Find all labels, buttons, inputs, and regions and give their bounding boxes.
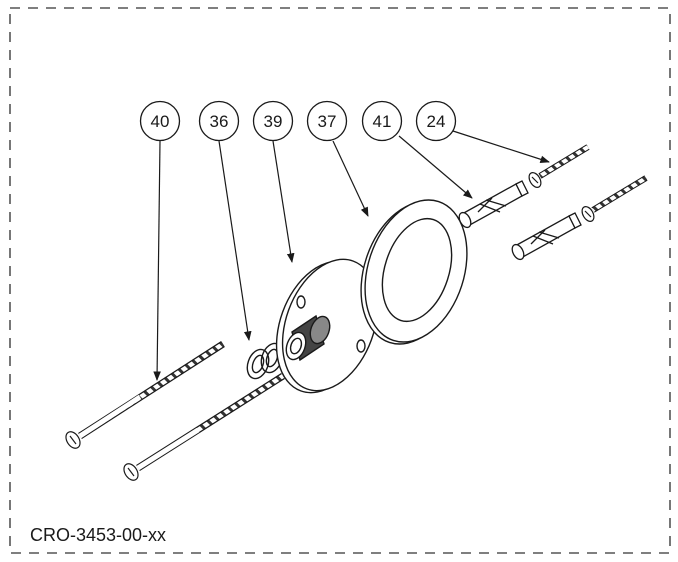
screw-40-lower: [123, 373, 285, 481]
callout-39-label: 39: [264, 112, 283, 131]
callout-39: 39: [252, 100, 294, 142]
wall-plug-41-lower: [511, 212, 582, 261]
callout-24: 24: [415, 100, 457, 142]
leader-lines: [153, 130, 550, 381]
cover-ring-37: [360, 199, 468, 345]
callout-36: 36: [198, 100, 240, 142]
wood-screw-24-lower: [581, 175, 648, 222]
callout-41: 41: [361, 100, 403, 142]
callout-24-label: 24: [427, 112, 446, 131]
dashed-border: [9, 7, 671, 554]
mounting-plate-39: [275, 258, 379, 394]
wood-screw-24-upper: [528, 144, 590, 188]
screw-40-upper: [65, 341, 225, 449]
callout-40-label: 40: [151, 112, 170, 131]
callout-41-label: 41: [373, 112, 392, 131]
document-code: CRO-3453-00-xx: [30, 525, 167, 545]
wall-plug-41-upper: [458, 180, 529, 229]
callout-37: 37: [306, 100, 348, 142]
callout-37-label: 37: [318, 112, 337, 131]
callout-40: 40: [139, 100, 181, 142]
callout-36-label: 36: [210, 112, 229, 131]
